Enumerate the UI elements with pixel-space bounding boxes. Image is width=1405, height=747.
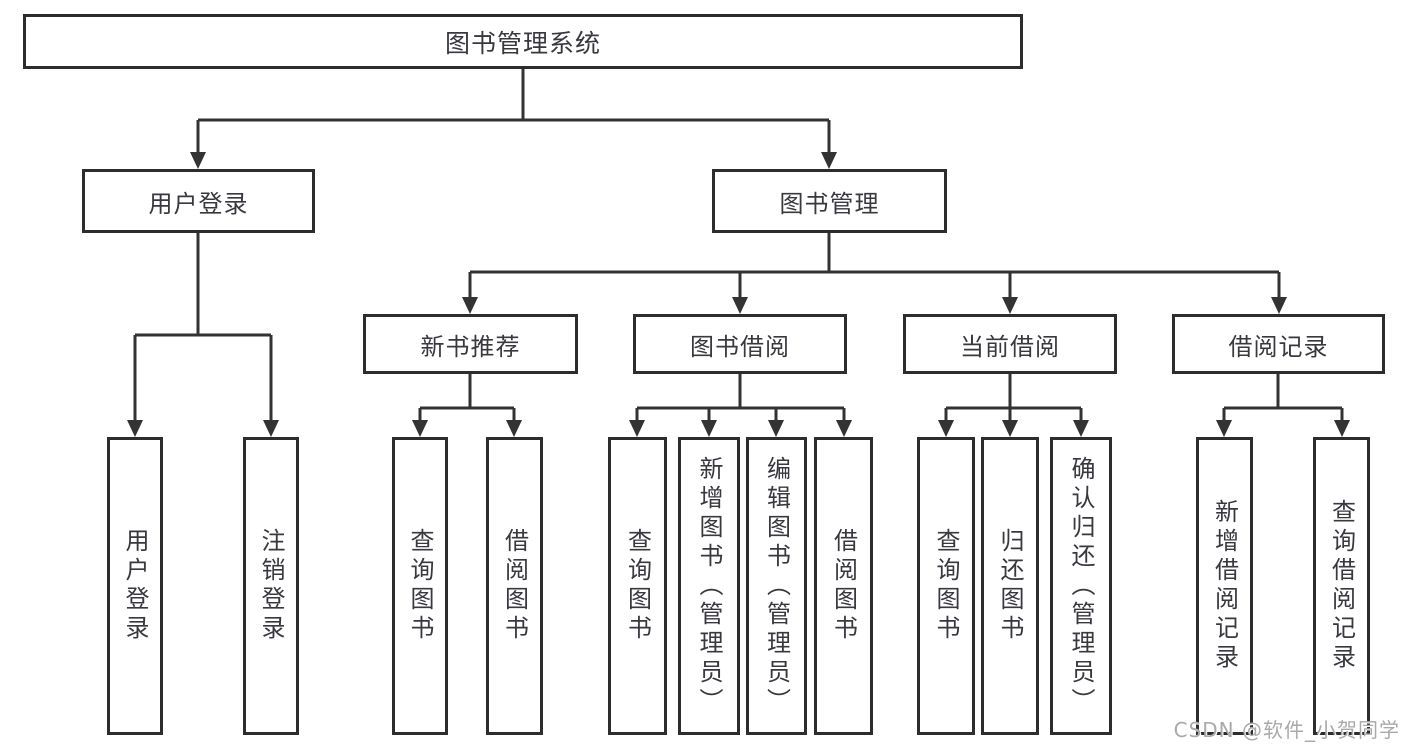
leaf-query-books-borrow: 查询图书 — [608, 437, 667, 735]
leaf-borrow-books: 借阅图书 — [814, 437, 873, 735]
node-root-system: 图书管理系统 — [23, 14, 1023, 69]
leaf-edit-book-admin: 编辑图书（管理员） — [746, 437, 807, 735]
leaf-user-login: 用户登录 — [107, 437, 163, 735]
node-book-management: 图书管理 — [712, 169, 947, 233]
arrowheads — [127, 152, 1350, 437]
leaf-logout: 注销登录 — [243, 437, 299, 735]
leaf-borrow-books-recommend: 借阅图书 — [486, 437, 543, 735]
csdn-watermark: CSDN @软件_小贺同学 — [1173, 718, 1400, 742]
leaf-add-book-admin: 新增图书（管理员） — [678, 437, 740, 735]
leaf-query-borrow-record: 查询借阅记录 — [1313, 437, 1370, 735]
leaf-query-books-current: 查询图书 — [917, 437, 975, 735]
leaf-confirm-return-admin: 确认归还（管理员） — [1050, 437, 1112, 735]
leaf-return-books: 归还图书 — [981, 437, 1039, 735]
node-new-book-recommend: 新书推荐 — [363, 314, 578, 374]
leaf-query-books-recommend: 查询图书 — [392, 437, 448, 735]
node-book-borrow: 图书借阅 — [633, 314, 847, 374]
node-borrow-records: 借阅记录 — [1172, 314, 1385, 374]
node-current-borrow: 当前借阅 — [903, 314, 1117, 374]
node-user-login: 用户登录 — [82, 169, 315, 233]
leaf-add-borrow-record: 新增借阅记录 — [1196, 437, 1253, 735]
